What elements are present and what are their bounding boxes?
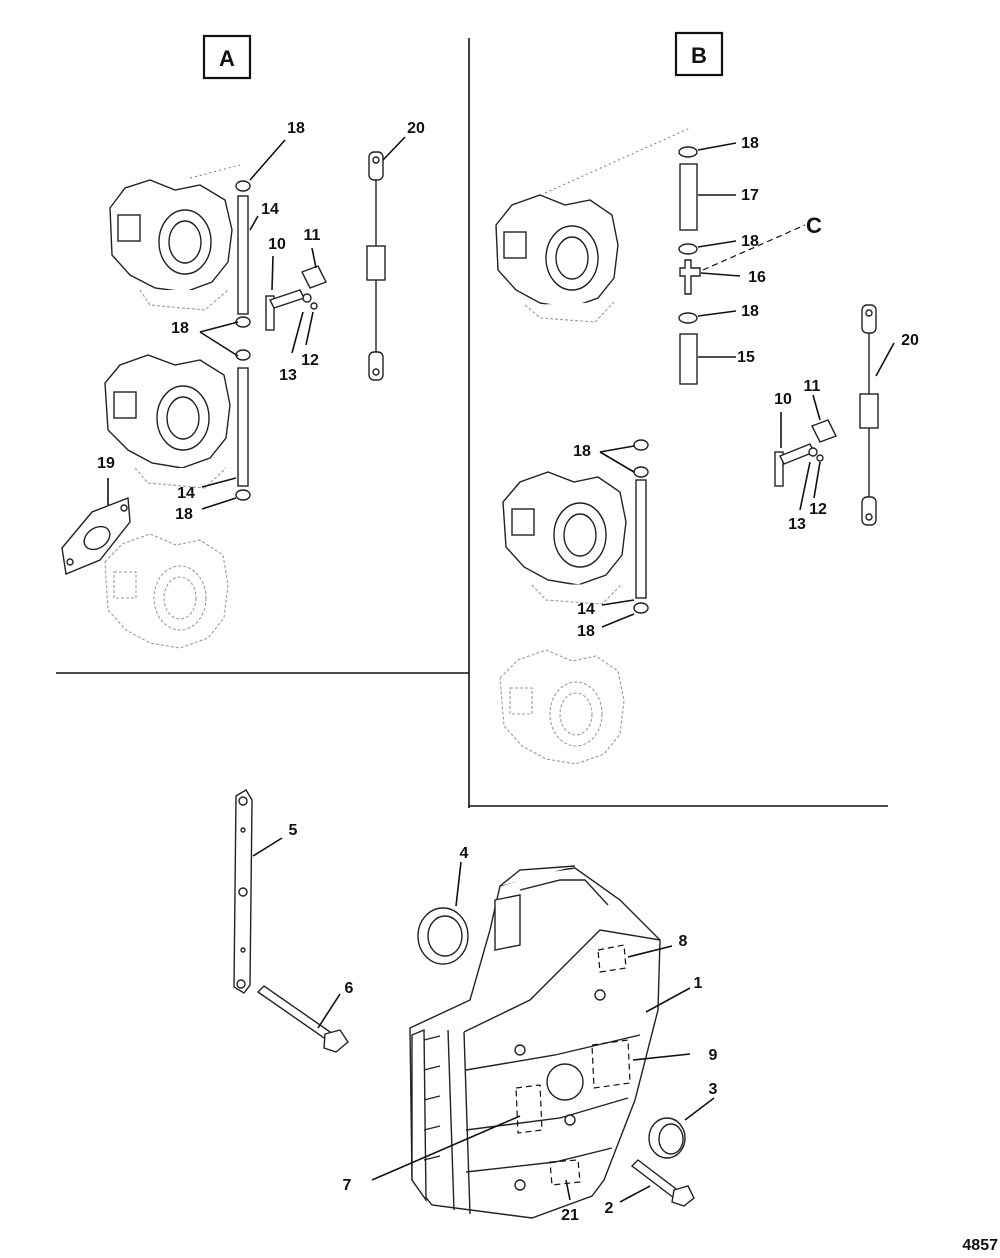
hose-a-upper: [235, 180, 251, 328]
label-a-14-top: 14: [261, 201, 279, 218]
label-b-18-3: 18: [741, 303, 759, 320]
label-a-14-bot: 14: [177, 485, 195, 502]
label-b-18-4: 18: [573, 443, 591, 460]
label-a-10: 10: [268, 236, 286, 253]
label-a-13: 13: [279, 367, 297, 384]
label-21: 21: [561, 1207, 579, 1224]
carburetor-b-bottom: [499, 649, 625, 765]
carburetor-a-bottom: [104, 533, 229, 649]
label-8: 8: [679, 933, 688, 950]
section-b-box: B: [674, 31, 724, 77]
label-9: 9: [709, 1047, 718, 1064]
section-a-box: A: [202, 34, 252, 80]
label-3: 3: [709, 1081, 718, 1098]
label-b-13: 13: [788, 516, 806, 533]
label-2: 2: [605, 1200, 614, 1217]
bracket-5: [233, 789, 253, 994]
leaders-a: [107, 136, 406, 510]
link-rod-b: [859, 304, 879, 526]
carburetor-b-middle: [502, 471, 627, 605]
leaders-main: [252, 837, 715, 1203]
label-b-15: 15: [737, 349, 755, 366]
label-a-18-mid: 18: [171, 320, 189, 337]
bolt-6: [256, 985, 349, 1053]
label-b-11: 11: [804, 378, 821, 395]
leaders-b: [599, 142, 895, 628]
o-ring-4: [417, 907, 469, 965]
label-b-16: 16: [748, 269, 766, 286]
label-a-20: 20: [407, 120, 425, 137]
label-b-10: 10: [774, 391, 792, 408]
section-b-label: B: [691, 43, 707, 68]
label-b-18-5: 18: [577, 623, 595, 640]
carburetor-a-top: [109, 164, 241, 311]
label-a-19: 19: [97, 455, 115, 472]
fitting-stack-b: [678, 146, 701, 385]
throttle-link-b: [774, 419, 837, 487]
plug-3: [648, 1117, 686, 1159]
line-to-c: [702, 224, 806, 271]
throttle-link-a: [265, 265, 327, 331]
label-b-12: 12: [809, 501, 827, 518]
label-a-18-bot: 18: [175, 506, 193, 523]
label-a-11: 11: [304, 227, 321, 244]
carburetor-b-top: [495, 127, 691, 323]
link-rod-a: [366, 151, 386, 381]
label-6: 6: [345, 980, 354, 997]
label-b-18-1: 18: [741, 135, 759, 152]
label-c: C: [806, 213, 822, 238]
figure-number: 4857: [962, 1237, 998, 1254]
label-b-14: 14: [577, 601, 595, 618]
label-4: 4: [460, 845, 469, 862]
gasket-a: [61, 497, 131, 575]
hose-b-lower: [633, 439, 649, 614]
label-a-12: 12: [301, 352, 319, 369]
label-b-18-2: 18: [741, 233, 759, 250]
label-a-18-top: 18: [287, 120, 305, 137]
hose-a-lower: [235, 349, 251, 501]
label-b-17: 17: [741, 187, 759, 204]
carburetor-a-middle: [104, 354, 231, 489]
label-5: 5: [289, 822, 298, 839]
screw-2: [630, 1159, 695, 1207]
label-1: 1: [694, 975, 703, 992]
section-dividers: [56, 38, 888, 808]
label-b-20: 20: [901, 332, 919, 349]
section-a-label: A: [219, 46, 235, 71]
label-7: 7: [343, 1177, 352, 1194]
